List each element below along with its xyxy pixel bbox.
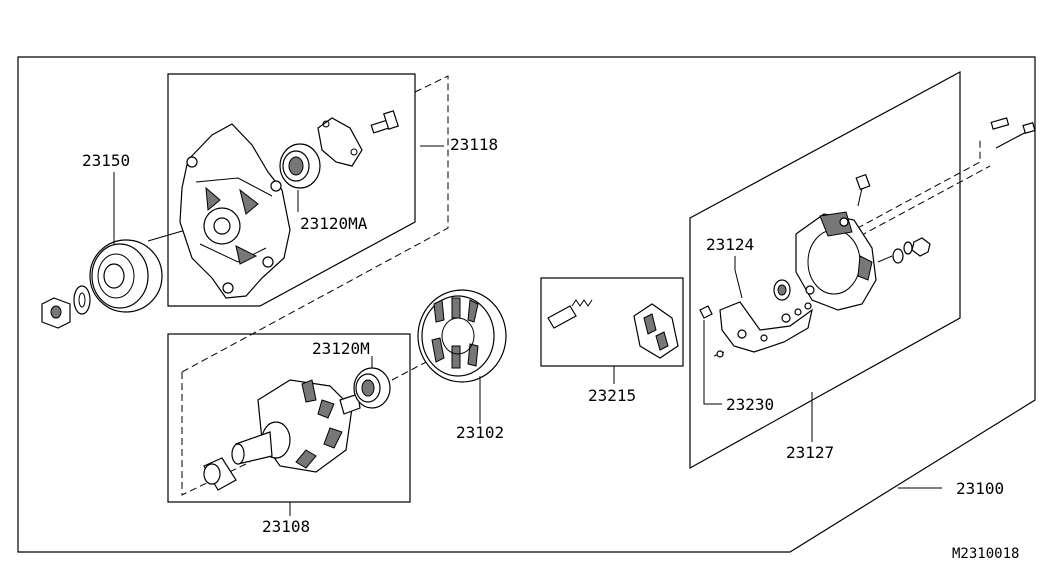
rear-bearing-part: [353, 367, 391, 409]
terminal-part: [699, 305, 725, 358]
figure-id: M2310018: [952, 546, 1019, 562]
label-23102: 23102: [456, 423, 504, 442]
rotor-part: [231, 379, 361, 473]
label-23108: 23108: [262, 517, 310, 536]
rectifier-part: [719, 301, 813, 353]
brush-holder-part: [633, 303, 679, 359]
front-cover-dashed-extension: [181, 75, 449, 373]
label-23120m: 23120M: [312, 339, 370, 358]
rear-housing-bolt-part: [855, 173, 871, 207]
pulley-part: [89, 239, 163, 313]
front-cover-group-frame: [167, 73, 416, 307]
rotor-group-frame: [167, 333, 411, 503]
retainer-plate-part: [317, 117, 363, 167]
label-23127: 23127: [786, 443, 834, 462]
label-23100: 23100: [956, 479, 1004, 498]
assembly-frame-23100: [17, 56, 1036, 553]
label-23118: 23118: [450, 135, 498, 154]
front-housing-part: [179, 123, 291, 299]
rear-cover-dashed-extension: [827, 140, 981, 245]
label-23150: 23150: [82, 151, 130, 170]
label-23124: 23124: [706, 235, 754, 254]
rear-housing-part: [795, 211, 877, 311]
front-screw-part: [370, 110, 399, 134]
brush-spring-part: [547, 299, 593, 329]
pulley-washer-part: [73, 285, 91, 315]
label-23230: 23230: [726, 395, 774, 414]
rotor-spacer-part: [203, 457, 237, 491]
pulley-nut-part: [41, 297, 71, 329]
label-23120ma: 23120MA: [300, 214, 368, 233]
front-bearing-part: [279, 143, 321, 189]
brush-holder-group-frame: [540, 277, 684, 367]
label-23215: 23215: [588, 386, 636, 405]
terminal-nut-part: [877, 237, 931, 264]
through-bolt-part: [990, 117, 1036, 149]
rear-cover-group-frame: [689, 70, 961, 470]
stator-part: [417, 289, 507, 383]
